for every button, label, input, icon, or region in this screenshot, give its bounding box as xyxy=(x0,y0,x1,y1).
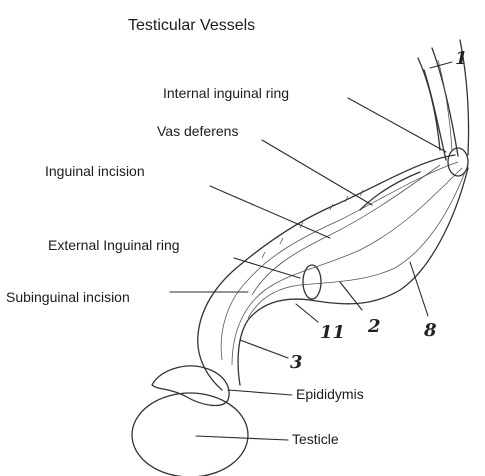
leader-vas-deferens xyxy=(262,140,372,205)
leader-3 xyxy=(240,340,288,358)
label-testicle: Testicle xyxy=(292,431,339,447)
leader-external-ring xyxy=(234,258,300,278)
marker-3: 3 xyxy=(290,352,303,373)
leader-2 xyxy=(340,282,362,310)
leader-internal-ring xyxy=(348,98,446,152)
leader-epididymis xyxy=(228,390,292,395)
leader-testicle xyxy=(196,436,288,440)
label-inguinal-incision: Inguinal incision xyxy=(45,163,145,179)
leader-8 xyxy=(410,262,428,316)
label-vas-deferens: Vas deferens xyxy=(157,123,238,139)
marker-2: 2 xyxy=(367,316,381,337)
leader-1 xyxy=(430,62,452,68)
marker-11: 11 xyxy=(320,322,345,343)
label-internal-inguinal-ring: Internal inguinal ring xyxy=(163,85,289,101)
spermatic-cord-drawing xyxy=(132,40,469,476)
leader-inguinal-incision xyxy=(210,186,330,238)
label-subinguinal-incision: Subinguinal incision xyxy=(6,289,130,305)
leader-lines xyxy=(170,62,452,440)
marker-8: 8 xyxy=(423,320,437,341)
label-external-inguinal-ring: External Inguinal ring xyxy=(48,237,180,253)
leader-11 xyxy=(296,304,318,322)
diagram-title: Testicular Vessels xyxy=(128,17,255,34)
marker-1: 1 xyxy=(455,48,468,69)
label-epididymis: Epididymis xyxy=(296,386,364,402)
